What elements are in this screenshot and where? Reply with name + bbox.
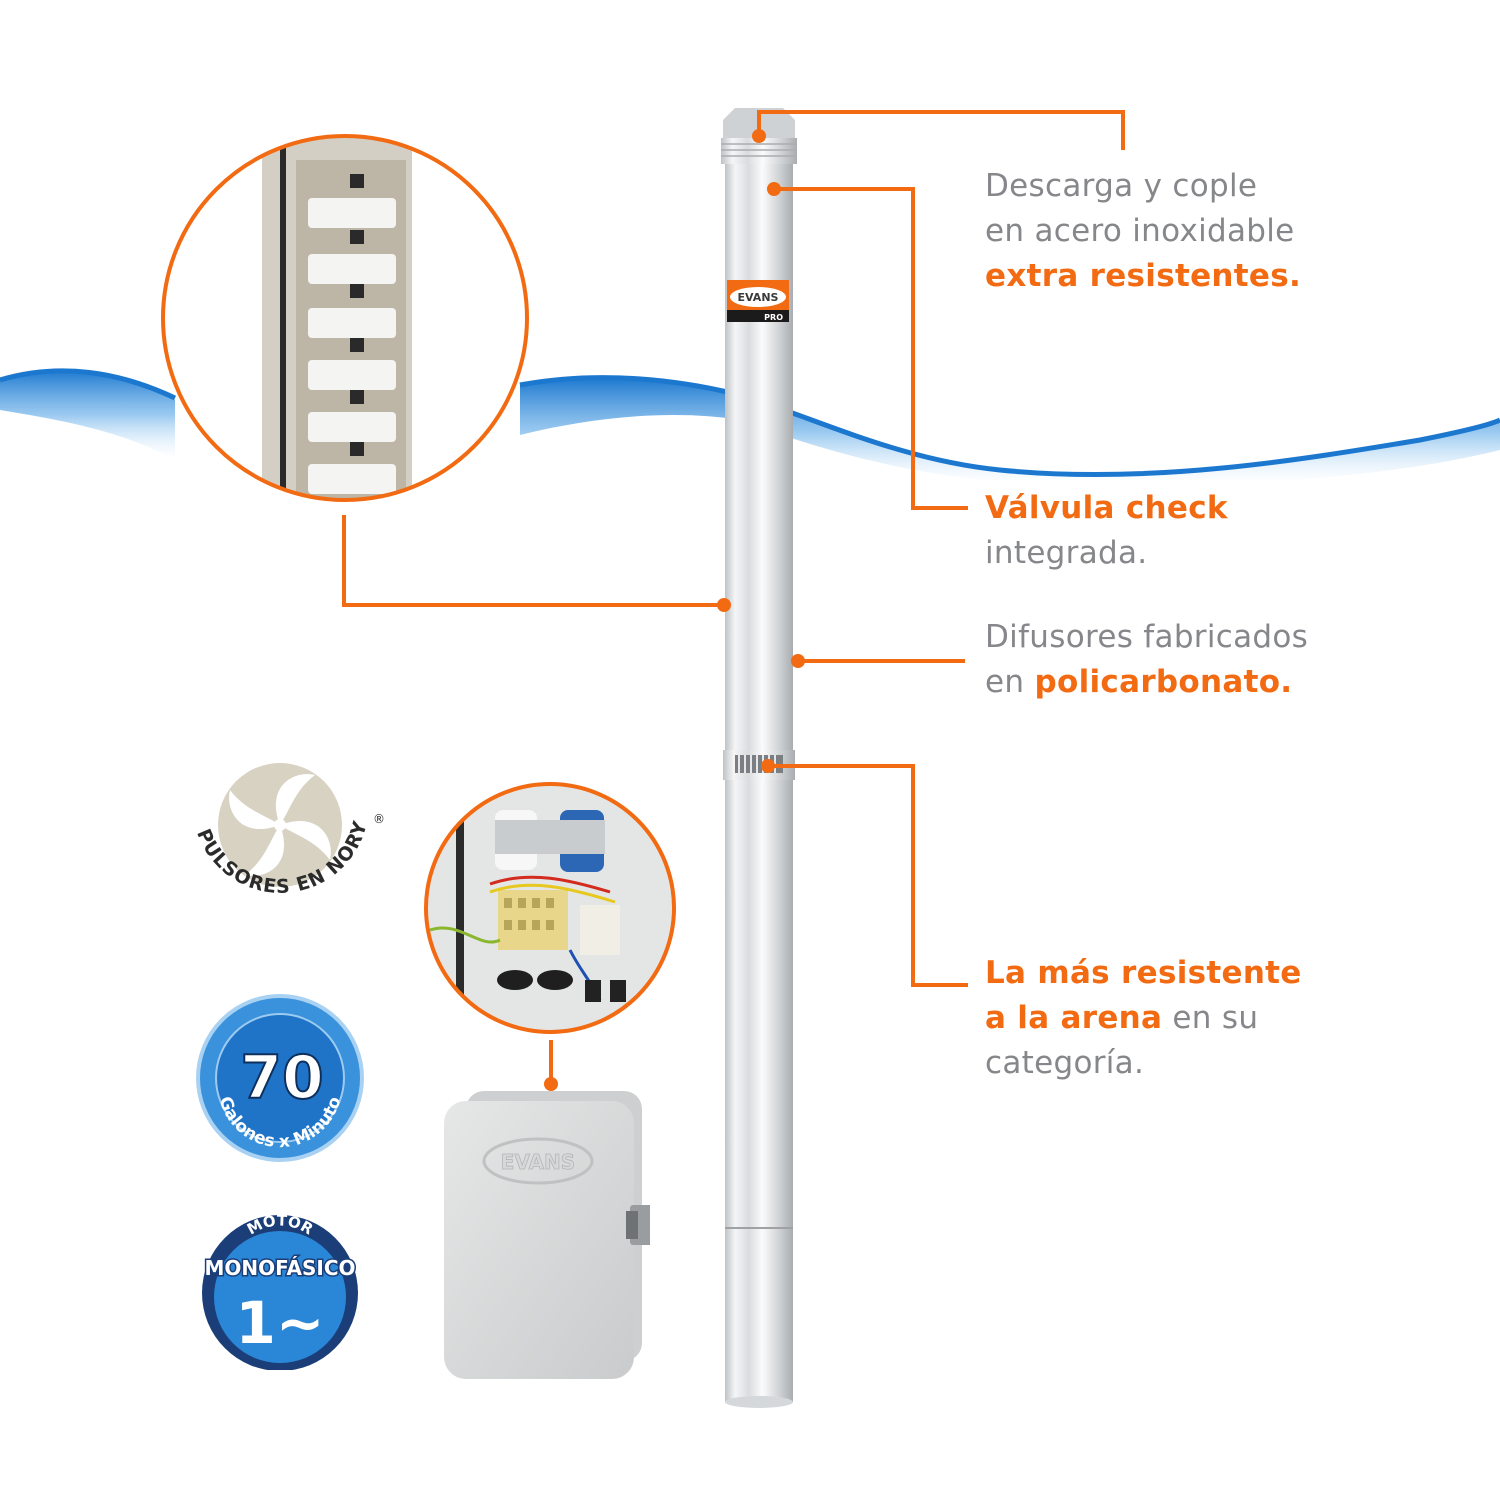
connector-arena — [768, 764, 968, 987]
connector-impeller — [342, 515, 724, 607]
registered-mark: ® — [373, 812, 385, 826]
connector-descarga — [757, 110, 1125, 150]
control-box-interior-icon — [424, 782, 676, 1034]
feature-text: integrada. — [985, 535, 1148, 571]
pump-brand-sub: PRO — [764, 313, 783, 322]
motor-badge: MOTOR MONOFÁSICO 1~ — [202, 1211, 358, 1370]
pump-brand-label: EVANS — [738, 291, 779, 304]
feature-valvula: Válvula check integrada. — [985, 486, 1228, 576]
feature-text: categoría. — [985, 1045, 1145, 1081]
control-box-icon: EVANS — [444, 1091, 650, 1379]
submersible-pump-icon: EVANS PRO — [721, 108, 797, 1408]
motor-bottom: 1~ — [236, 1289, 325, 1357]
feature-text: en acero inoxidable — [985, 213, 1295, 249]
feature-highlight: La más resistente — [985, 955, 1302, 991]
callout-dot — [761, 759, 775, 773]
callout-dot — [791, 654, 805, 668]
feature-highlight: extra resistentes. — [985, 258, 1302, 294]
connector-valvula — [774, 187, 968, 510]
flow-badge: 70 Galones x Minuto — [196, 994, 364, 1162]
feature-difusores: Difusores fabricados en policarbonato. — [985, 615, 1308, 705]
feature-highlight: policarbonato. — [1034, 664, 1293, 700]
feature-arena: La más resistente a la arena en su categ… — [985, 951, 1302, 1086]
feature-descarga: Descarga y cople en acero inoxidable ext… — [985, 164, 1301, 299]
control-box-logo: EVANS — [501, 1150, 575, 1174]
callout-dot — [767, 182, 781, 196]
water-wave-icon — [0, 368, 1500, 480]
callout-dot — [717, 598, 731, 612]
impeller-closeup-icon — [161, 134, 529, 502]
feature-text: Difusores fabricados — [985, 619, 1309, 655]
feature-highlight: a la arena — [985, 1000, 1163, 1036]
noryl-badge: IMPULSORES EN NORYL ® — [165, 755, 385, 898]
callout-dot — [544, 1077, 558, 1091]
feature-text: en su — [1162, 1000, 1259, 1036]
callout-dot — [752, 129, 766, 143]
feature-highlight: Válvula check — [985, 490, 1228, 526]
feature-text: en — [985, 664, 1035, 700]
feature-text: Descarga y cople — [985, 168, 1258, 204]
motor-middle: MONOFÁSICO — [204, 1256, 355, 1280]
flow-value: 70 — [240, 1043, 324, 1113]
